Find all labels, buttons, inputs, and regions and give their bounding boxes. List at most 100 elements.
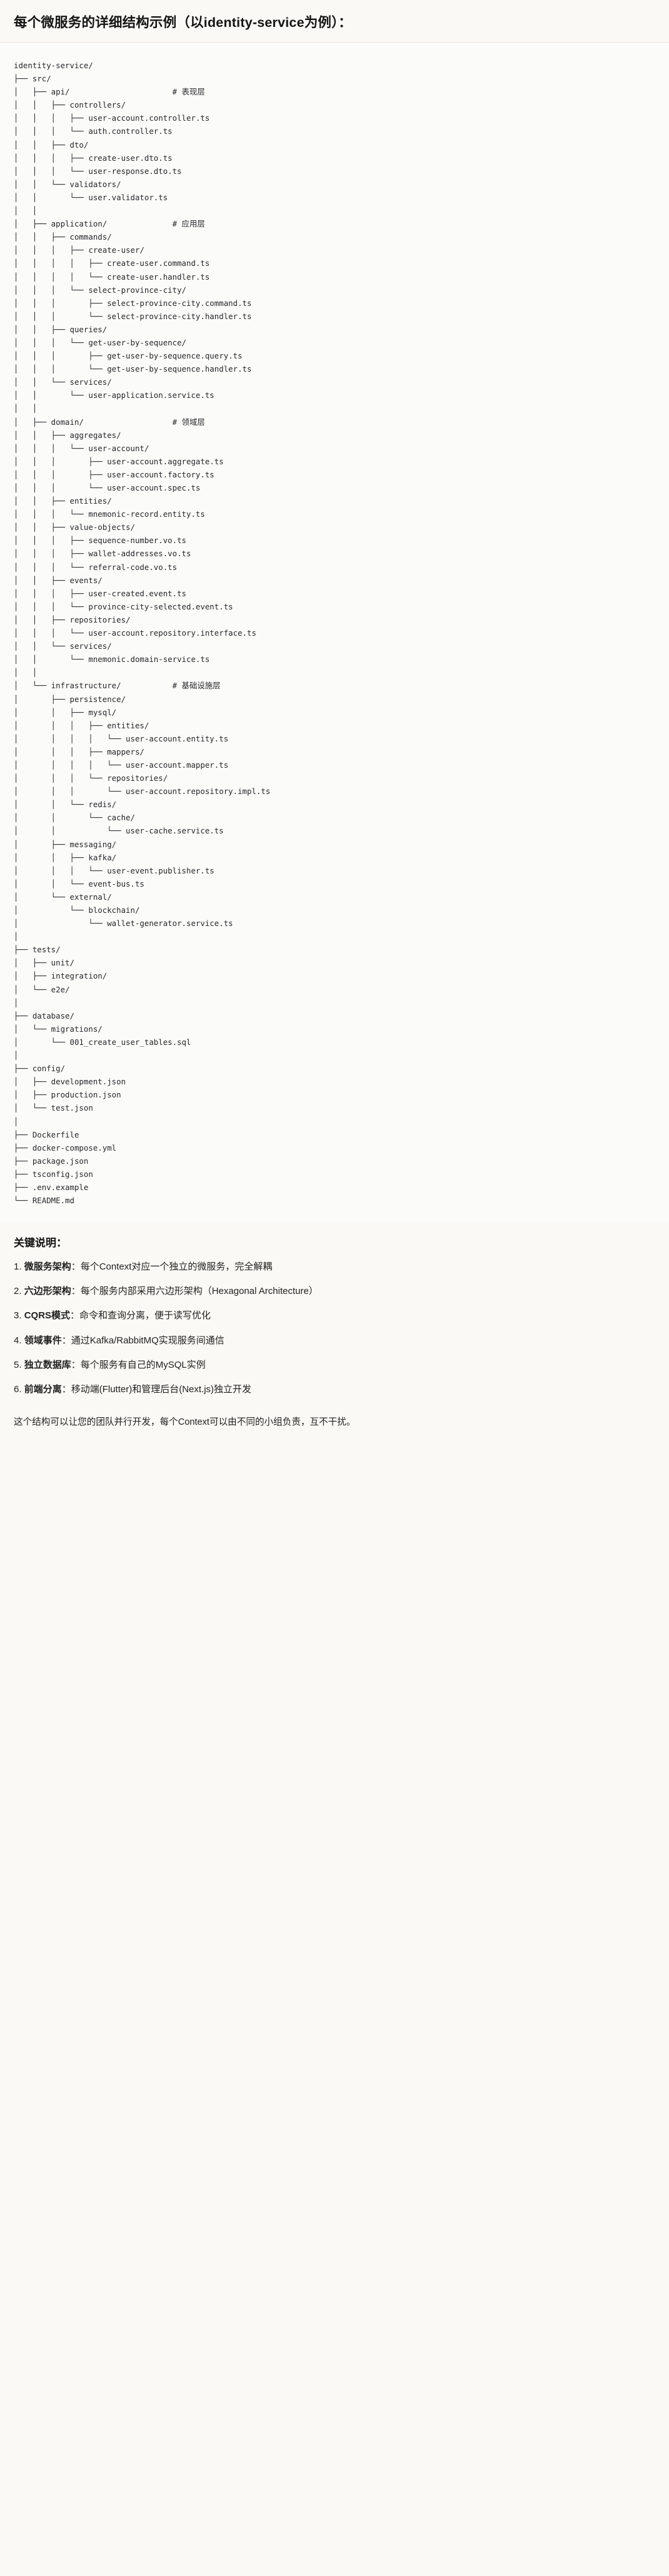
heading-divider [0, 42, 669, 43]
tree-line: ├── database/ [14, 1011, 74, 1021]
tree-line: │ ├── integration/ [14, 971, 108, 981]
tree-line: │ │ │ ├── sequence-number.vo.ts [14, 536, 187, 546]
tree-line: │ ├── messaging/ [14, 839, 117, 849]
tree-line: ├── src/ [14, 74, 51, 84]
tree-comment: # 领域层 [172, 417, 205, 427]
key-point-separator: ： [71, 1359, 81, 1370]
tree-line: │ │ ├── kafka/ [14, 852, 117, 862]
key-point-description: 每个Context对应一个独立的微服务，完全解耦 [80, 1261, 273, 1272]
tree-line: ├── .env.example [14, 1182, 89, 1192]
tree-line: │ │ │ └── repositories/ [14, 773, 168, 783]
tree-line: │ │ └── redis/ [14, 800, 117, 810]
tree-line: │ └── blockchain/ [14, 905, 140, 915]
tree-line: │ └── infrastructure/ # 基础设施层 [14, 681, 221, 691]
tree-line: │ └── external/ [14, 892, 112, 902]
tree-line: │ │ │ ├── user-created.event.ts [14, 588, 187, 598]
tree-line: │ │ [14, 206, 38, 216]
tree-line: │ │ ├── commands/ [14, 232, 112, 242]
tree-line: │ ├── domain/ # 领域层 [14, 417, 205, 427]
key-point-item: 1. 微服务架构：每个Context对应一个独立的微服务，完全解耦 [14, 1260, 655, 1274]
tree-line: │ │ │ └── province-city-selected.event.t… [14, 601, 233, 611]
tree-line: │ └── e2e/ [14, 984, 70, 994]
tree-line: │ │ │ │ └── user-account.mapper.ts [14, 760, 229, 770]
tree-line: ├── docker-compose.yml [14, 1143, 117, 1153]
key-point-number: 5. [14, 1359, 24, 1370]
key-point-description: 每个服务有自己的MySQL实例 [80, 1359, 206, 1370]
tree-line: │ │ │ └── user-account.repository.interf… [14, 628, 256, 638]
directory-tree-block: identity-service/ ├── src/ │ ├── api/ # … [0, 43, 669, 1224]
tree-line: ├── tests/ [14, 945, 61, 955]
tree-line: │ │ │ ├── mappers/ [14, 746, 144, 756]
tree-line: │ │ │ └── user-account/ [14, 443, 149, 453]
tree-line: │ [14, 997, 19, 1007]
key-point-number: 4. [14, 1335, 24, 1346]
tree-line: │ │ │ ├── user-account.factory.ts [14, 469, 214, 479]
tree-line: │ │ ├── value-objects/ [14, 522, 135, 532]
tree-line: ├── Dockerfile [14, 1129, 79, 1139]
page-root: 每个微服务的详细结构示例（以identity-service为例）： ident… [0, 15, 669, 1444]
tree-line: │ │ │ │ ├── create-user.command.ts [14, 258, 210, 268]
tree-line: │ │ ├── dto/ [14, 140, 89, 150]
tree-comment: # 应用层 [172, 219, 205, 229]
tree-line: │ [14, 932, 19, 942]
tree-line: identity-service/ [14, 61, 93, 71]
tree-line: │ │ └── cache/ [14, 813, 135, 823]
key-point-description: 命令和查询分离，便于读写优化 [79, 1310, 211, 1321]
tree-line: │ ├── development.json [14, 1077, 126, 1087]
key-point-term: CQRS模式 [24, 1310, 71, 1321]
tree-line: │ │ │ │ └── user-account.entity.ts [14, 733, 229, 743]
key-point-separator: ： [61, 1384, 71, 1395]
tree-line: │ │ │ ├── select-province-city.command.t… [14, 298, 252, 308]
tree-line: │ └── test.json [14, 1103, 93, 1113]
tree-line: │ │ [14, 668, 38, 678]
key-point-item: 6. 前端分离：移动端(Flutter)和管理后台(Next.js)独立开发 [14, 1382, 655, 1397]
tree-line: │ │ └── event-bus.ts [14, 878, 144, 888]
key-point-separator: ： [70, 1310, 80, 1321]
tree-line: │ │ ├── queries/ [14, 324, 108, 334]
tree-line: │ │ │ ├── user-account.aggregate.ts [14, 456, 224, 466]
tree-line: │ [14, 1051, 19, 1061]
key-point-item: 4. 领域事件：通过Kafka/RabbitMQ实现服务间通信 [14, 1333, 655, 1348]
tree-line: │ └── migrations/ [14, 1024, 103, 1034]
tree-line: │ │ │ └── mnemonic-record.entity.ts [14, 509, 205, 519]
tree-line: │ │ ├── controllers/ [14, 100, 126, 110]
tree-line: │ │ ├── events/ [14, 575, 103, 585]
tree-line: │ │ [14, 404, 38, 414]
tree-comment: # 基础设施层 [172, 681, 221, 691]
key-point-separator: ： [71, 1286, 81, 1297]
tree-line: │ │ └── user-application.service.ts [14, 390, 214, 400]
tree-line: │ │ └── validators/ [14, 179, 121, 189]
tree-line: │ │ └── user.validator.ts [14, 192, 168, 202]
tree-line: │ │ │ ├── get-user-by-sequence.query.ts [14, 351, 243, 361]
key-point-term: 微服务架构 [24, 1261, 71, 1272]
footer-note: 这个结构可以让您的团队并行开发，每个Context可以由不同的小组负责，互不干扰… [0, 1410, 669, 1444]
tree-line: │ │ │ └── referral-code.vo.ts [14, 562, 178, 572]
tree-line: ├── config/ [14, 1064, 66, 1074]
tree-line: │ │ │ └── user-response.dto.ts [14, 166, 182, 176]
tree-line: │ ├── application/ # 应用层 [14, 219, 205, 229]
tree-line: └── README.md [14, 1196, 74, 1206]
page-title: 每个微服务的详细结构示例（以identity-service为例）： [14, 15, 352, 30]
tree-line: │ ├── production.json [14, 1090, 121, 1100]
tree-line: │ │ │ └── user-account.spec.ts [14, 483, 201, 493]
key-point-item: 5. 独立数据库：每个服务有自己的MySQL实例 [14, 1358, 655, 1372]
key-points-title: 关键说明： [14, 1237, 67, 1250]
tree-line: ├── tsconfig.json [14, 1169, 93, 1179]
tree-line: │ │ └── user-cache.service.ts [14, 826, 224, 836]
tree-line: │ └── wallet-generator.service.ts [14, 919, 233, 929]
key-point-description: 移动端(Flutter)和管理后台(Next.js)独立开发 [71, 1384, 252, 1395]
tree-line: │ │ └── services/ [14, 641, 112, 651]
tree-line: │ ├── unit/ [14, 958, 74, 968]
tree-line: │ │ │ ├── create-user/ [14, 245, 144, 255]
tree-line: │ ├── api/ # 表现层 [14, 87, 205, 97]
tree-line: │ └── 001_create_user_tables.sql [14, 1037, 191, 1047]
key-point-number: 6. [14, 1384, 24, 1395]
key-point-item: 3. CQRS模式：命令和查询分离，便于读写优化 [14, 1308, 655, 1323]
tree-line: │ │ └── mnemonic.domain-service.ts [14, 654, 210, 664]
tree-line: │ │ │ └── user-event.publisher.ts [14, 865, 214, 875]
tree-line: │ │ │ └── user-account.repository.impl.t… [14, 787, 271, 797]
tree-line: │ │ │ └── select-province-city.handler.t… [14, 311, 252, 321]
tree-comment: # 表现层 [172, 87, 205, 97]
